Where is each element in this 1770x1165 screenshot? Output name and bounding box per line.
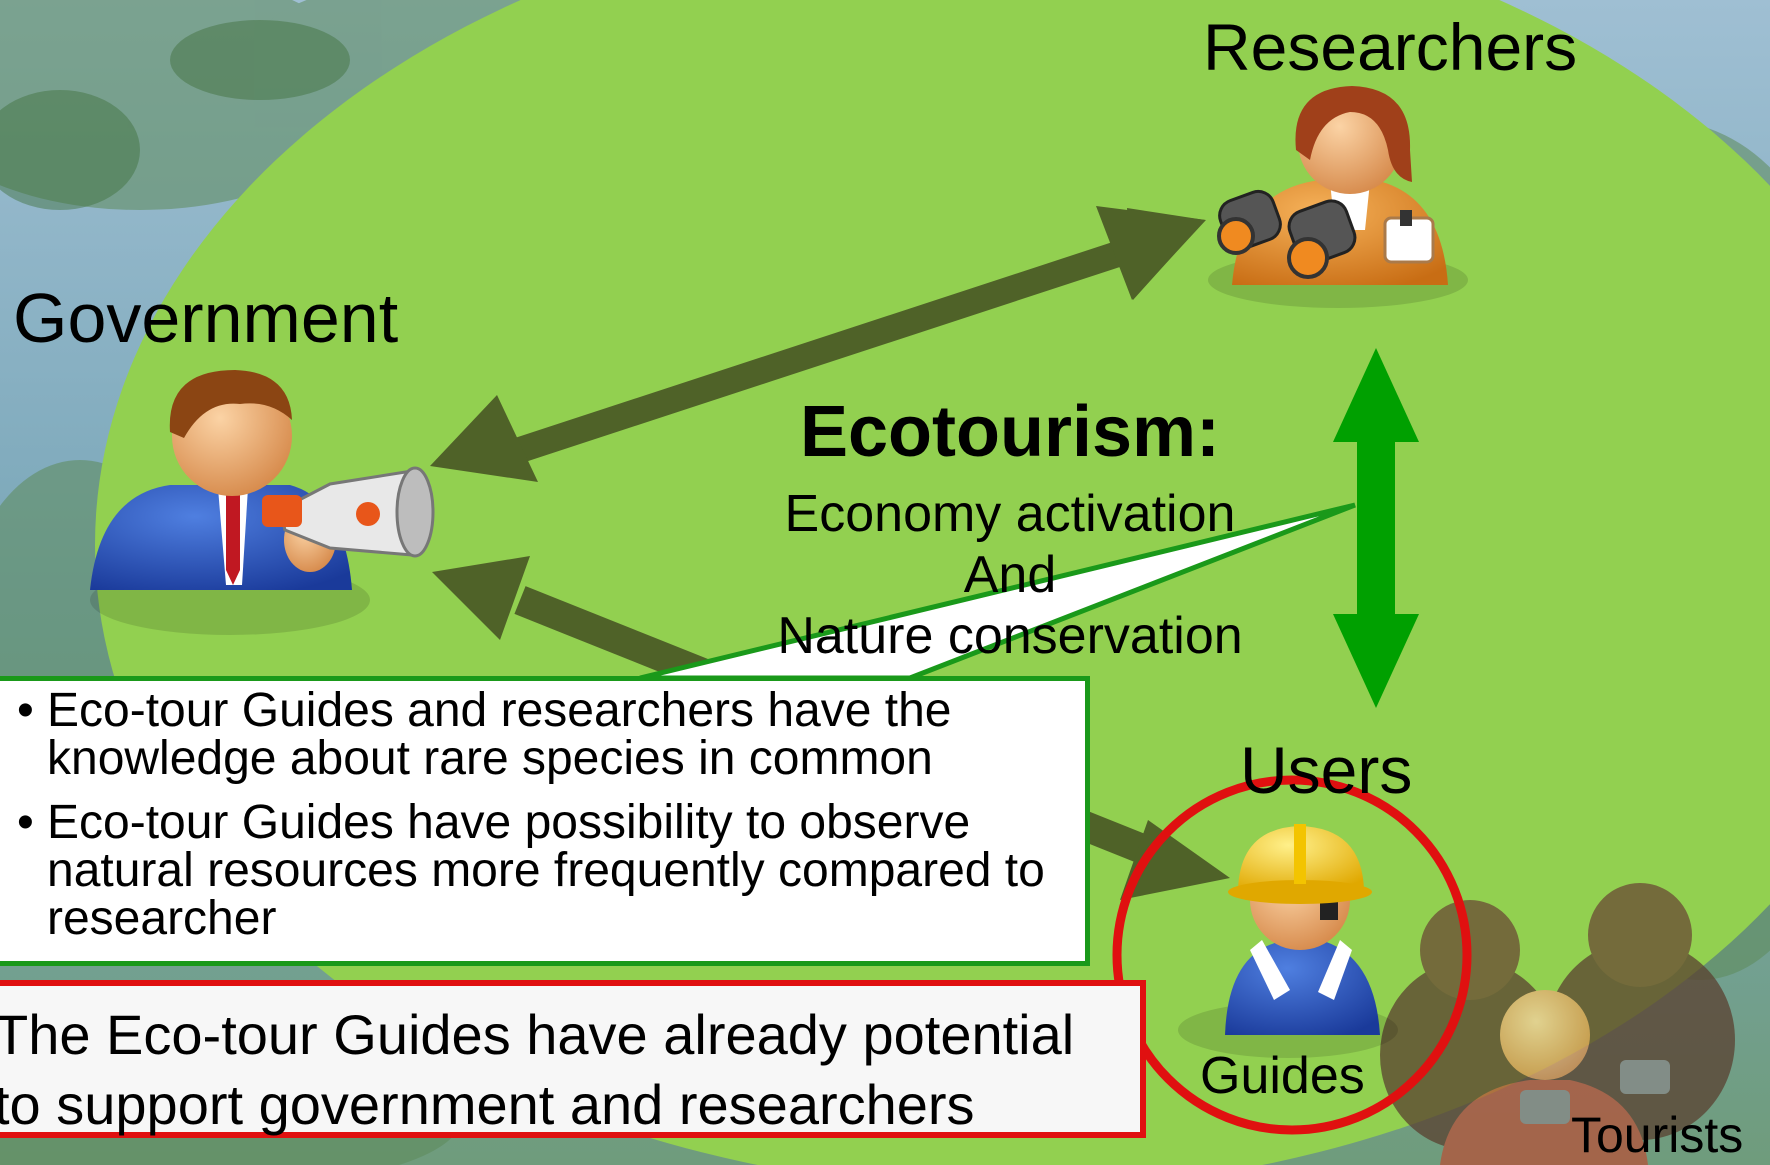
government-official-megaphone-icon (90, 370, 435, 635)
callout-bullet-text: Eco-tour Guides and researchers have the… (47, 684, 952, 785)
government-researchers-arrow (430, 206, 1206, 482)
tourists-camera-icon (1380, 883, 1735, 1165)
bullet-marker: • (17, 796, 34, 849)
ecotourism-title: Ecotourism: (799, 392, 1221, 472)
ecotourism-line-economy: Economy activation (784, 485, 1236, 543)
guides-knowledge-callout: •Eco-tour Guides and researchers have th… (0, 676, 1090, 966)
guide-hardhat-icon (1178, 824, 1398, 1058)
callout-bullet-item: •Eco-tour Guides have possibility to obs… (9, 799, 1065, 943)
conclusion-box: The Eco-tour Guides have already potenti… (0, 980, 1146, 1138)
researcher-binoculars-icon (1208, 86, 1468, 308)
ecotourism-heading-block: Ecotourism: Economy activation And Natur… (700, 396, 1320, 666)
callout-bullet-list: •Eco-tour Guides and researchers have th… (9, 687, 1065, 943)
guides-label: Guides (1200, 1047, 1365, 1105)
callout-bullet-item: •Eco-tour Guides and researchers have th… (9, 687, 1065, 783)
ecotourism-line-and: And (963, 545, 1057, 604)
ecotourism-line-conservation: Nature conservation (777, 606, 1243, 665)
conclusion-line-2: to support government and researchers (0, 1073, 975, 1136)
government-label: Government (13, 279, 399, 357)
users-label: Users (1240, 733, 1413, 807)
researchers-users-arrow (1333, 348, 1419, 708)
researchers-label: Researchers (1203, 10, 1578, 84)
conclusion-line-1: The Eco-tour Guides have already potenti… (0, 1003, 1075, 1066)
callout-bullet-text: Eco-tour Guides have possibility to obse… (47, 796, 1045, 945)
guides-highlight-circle (1112, 775, 1472, 1135)
tourists-label: Tourists (1571, 1107, 1744, 1163)
bullet-marker: • (17, 684, 34, 737)
